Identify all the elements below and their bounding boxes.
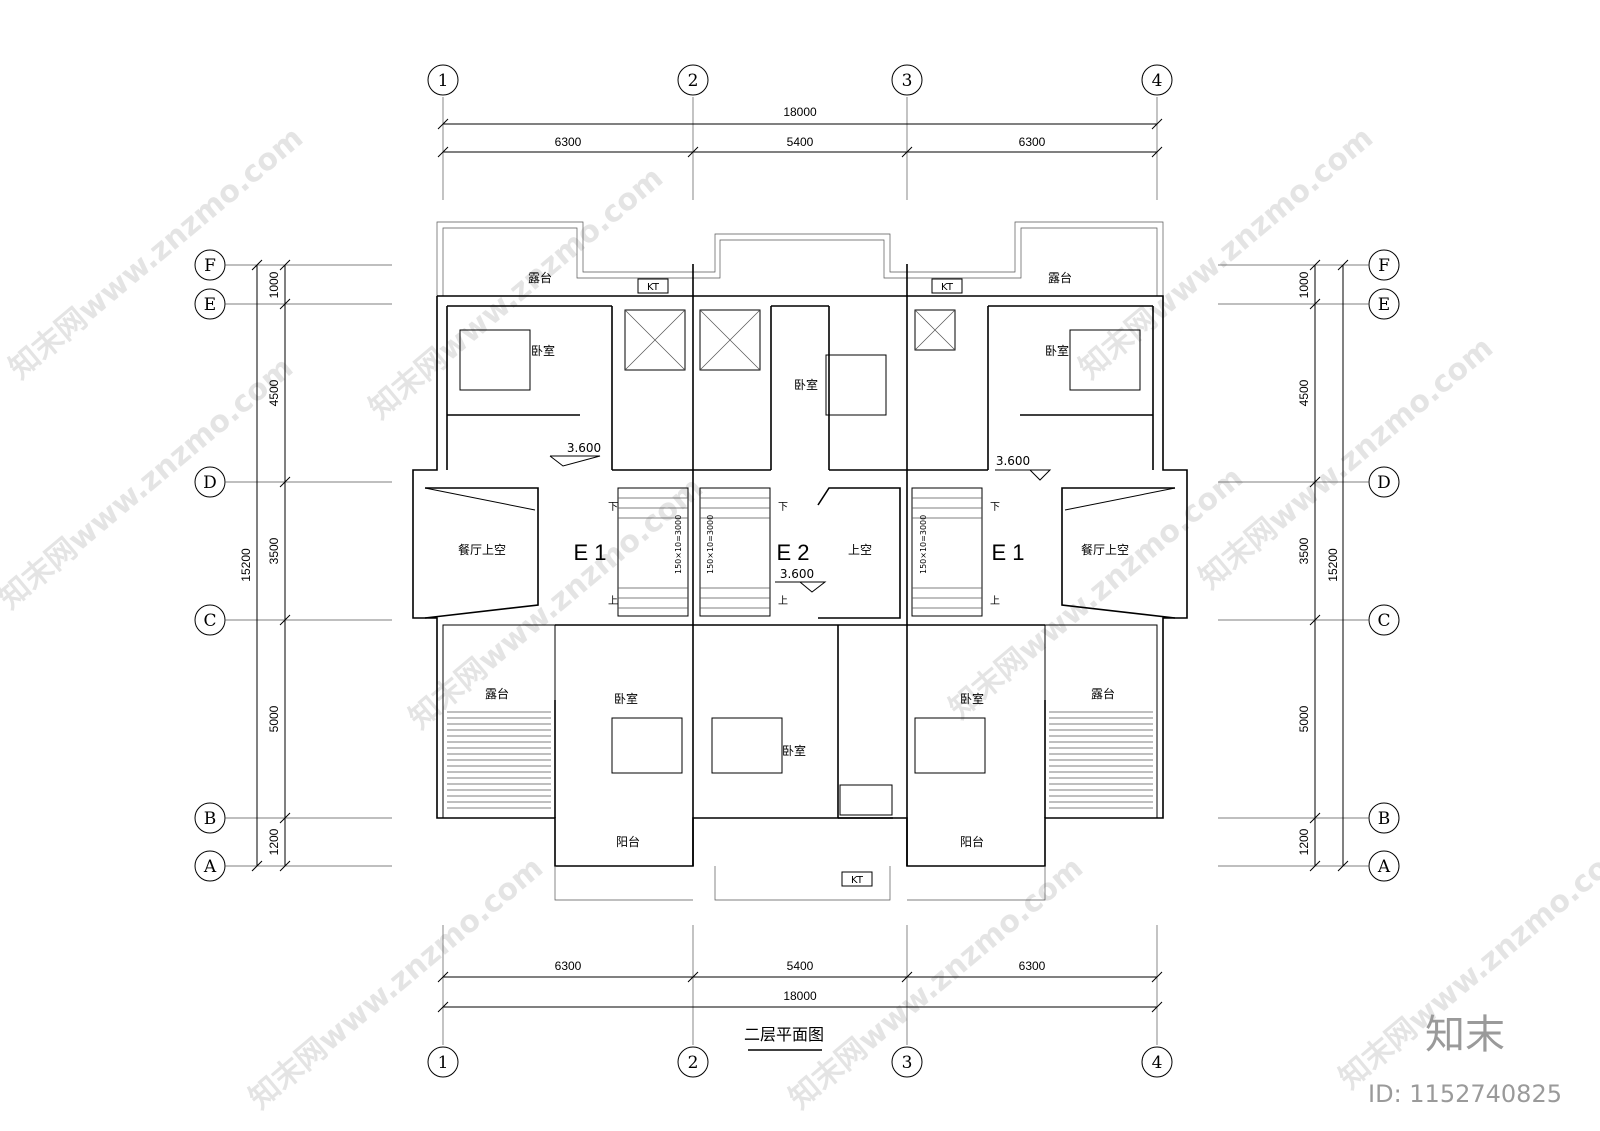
dim-row-3-left: 3500 [267,537,281,564]
axis-bubble-2-bottom: 2 [688,1053,699,1073]
row-bubble-e: E [204,295,216,315]
room-void-center: 上空 [848,543,872,557]
dim-row-1-left: 1000 [267,271,281,298]
watermark-text: 知末网www.znzmo.com [363,160,670,426]
row-bubble-d-right: D [1377,473,1391,493]
kt-tag: KT [851,875,864,886]
left-axis: F E D C B A 15200 1000 4500 3500 5000 12… [194,249,392,882]
dim-total-depth-left: 15200 [239,548,253,582]
watermark-text: 知末网www.znzmo.com [243,850,550,1116]
stair-down-mark: 下 [608,502,618,513]
room-bedroom-top-left: 卧室 [531,343,555,358]
right-axis: F E D C B A 1000 4500 3500 5000 1200 152… [1218,249,1400,882]
row-bubble-f: F [204,256,216,276]
unit-label-e1-right: E 1 [991,540,1024,565]
beds [459,329,1141,774]
dim-total-width-top: 18000 [783,105,817,119]
room-bedroom-bottom-right: 卧室 [960,691,984,706]
bottom-axis: 6300 5400 6300 18000 1 2 3 4 二层平面图 [427,925,1173,1078]
image-id: ID: 1152740825 [1368,1080,1562,1108]
watermark-text: 知末网www.znzmo.com [403,470,710,736]
annotations: E 1 E 2 E 1 3.600 3.600 3.600 KT KT KT 下… [549,278,1052,887]
brand-watermark: 知末 ID: 1152740825 [1368,1012,1562,1108]
row-bubble-d: D [203,473,217,493]
stair-down-mark: 下 [990,502,1000,513]
axis-bubble-4-bottom: 4 [1152,1053,1163,1073]
row-bubble-a-right: A [1377,857,1391,877]
stair-up-mark: 上 [608,595,618,607]
dim-total-width-bottom: 18000 [783,989,817,1003]
elevation-left: 3.600 [567,441,601,455]
axis-bubble-3: 3 [902,71,913,91]
stair-up-mark: 上 [778,595,788,607]
dim-row-5-left: 1200 [267,828,281,855]
dim-bay-1-bottom: 6300 [555,959,582,973]
brand-logo: 知末 [1425,1012,1505,1058]
watermark-text: 知末网www.znzmo.com [1193,330,1500,596]
room-labels: 露台 露台 卧室 卧室 卧室 餐厅上空 餐厅上空 上空 露台 露台 卧室 卧室 … [458,270,1129,849]
room-terrace-top-right: 露台 [1048,270,1072,285]
row-bubble-e-right: E [1378,295,1390,315]
watermark-text: 知末网www.znzmo.com [783,850,1090,1116]
dim-bay-1-top: 6300 [555,135,582,149]
watermark-text: 知末网www.znzmo.com [1073,120,1380,386]
dim-row-4-right: 5000 [1297,705,1311,732]
dim-total-depth-right: 15200 [1326,548,1340,582]
room-bedroom-bottom-center: 卧室 [782,743,806,758]
room-bedroom-top-center: 卧室 [794,377,818,392]
dim-row-2-right: 4500 [1297,379,1311,406]
watermark-text: 知末网www.znzmo.com [0,350,300,616]
stair-note: 150×10=3000 [674,515,683,574]
dim-row-2-left: 4500 [267,379,281,406]
row-bubble-b: B [204,809,217,829]
row-bubble-c-right: C [1377,611,1390,631]
stair-up-mark: 上 [990,595,1000,607]
elevation-center: 3.600 [780,567,814,581]
axis-bubble-1: 1 [438,71,449,91]
kt-tag: KT [647,282,660,293]
elevation-right: 3.600 [996,454,1030,468]
axis-bubble-2: 2 [688,71,699,91]
stair-down-mark: 下 [778,502,788,513]
unit-label-e1-left: E 1 [573,540,606,565]
top-axis: 1 2 3 4 18000 6300 5400 6300 [427,64,1173,200]
room-terrace-top-left: 露台 [528,270,552,285]
room-balcony-left: 阳台 [616,834,640,849]
room-dining-void-right: 餐厅上空 [1081,542,1129,557]
drawing-title: 二层平面图 [744,1025,824,1044]
room-balcony-right: 阳台 [960,834,984,849]
dim-row-3-right: 3500 [1297,537,1311,564]
room-terrace-bottom-right: 露台 [1091,686,1115,701]
axis-bubble-4: 4 [1152,71,1163,91]
dim-row-5-right: 1200 [1297,828,1311,855]
stair-note: 150×10=3000 [919,515,928,574]
row-bubble-f-right: F [1378,256,1390,276]
dim-row-4-left: 5000 [267,705,281,732]
dim-bay-2-bottom: 5400 [787,959,814,973]
terrace-hatching [447,711,1153,809]
dim-row-1-right: 1000 [1297,271,1311,298]
dim-bay-2-top: 5400 [787,135,814,149]
room-terrace-bottom-left: 露台 [485,686,509,701]
room-bedroom-bottom-left: 卧室 [614,691,638,706]
dim-bay-3-bottom: 6300 [1019,959,1046,973]
watermark-text: 知末网www.znzmo.com [3,120,310,386]
room-bedroom-top-right: 卧室 [1045,343,1069,358]
row-bubble-b-right: B [1378,809,1391,829]
dim-bay-3-top: 6300 [1019,135,1046,149]
row-bubble-c: C [203,611,216,631]
kt-tag: KT [941,282,954,293]
room-dining-void-left: 餐厅上空 [458,542,506,557]
unit-label-e2: E 2 [776,540,809,565]
stair-note: 150×10=3000 [706,515,715,574]
building-walls [412,221,1188,901]
row-bubble-a: A [203,857,217,877]
axis-bubble-1-bottom: 1 [438,1053,449,1073]
axis-bubble-3-bottom: 3 [902,1053,913,1073]
